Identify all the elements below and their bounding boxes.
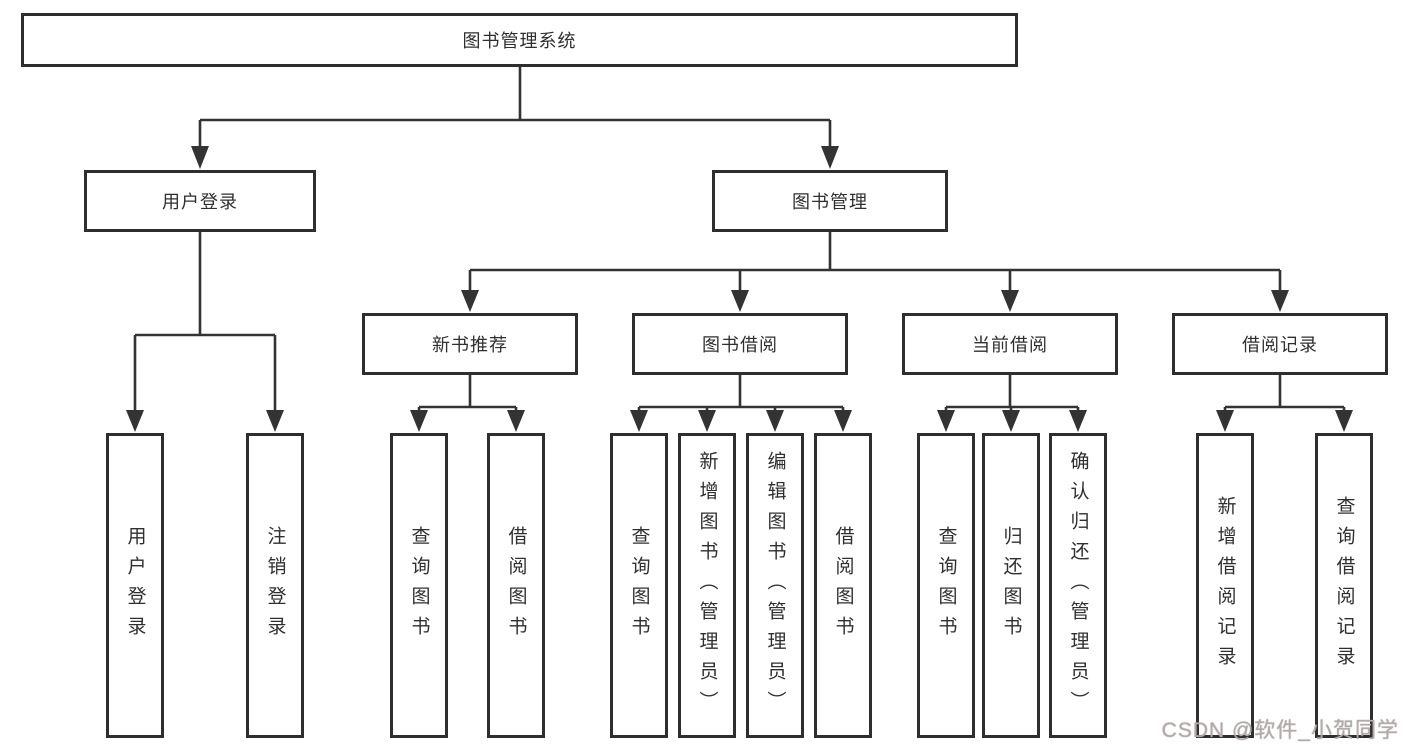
- node-user-login-label: 用户登录: [162, 192, 238, 212]
- node-book-management-label: 图书管理: [792, 192, 868, 212]
- node-book-management: 图书管理: [712, 170, 948, 232]
- leaf-bb-edit-books-admin-label: 编辑图书（管理员）: [764, 450, 786, 721]
- node-current-borrow: 当前借阅: [902, 313, 1118, 375]
- leaf-bb-add-books-admin-label: 新增图书（管理员）: [696, 450, 718, 721]
- leaf-cb-query-books: 查询图书: [917, 433, 975, 738]
- leaf-cb-confirm-return-admin-label: 确认归还（管理员）: [1067, 450, 1089, 721]
- node-book-borrow: 图书借阅: [632, 313, 848, 375]
- node-library-system: 图书管理系统: [21, 13, 1018, 67]
- node-new-book-recommend: 新书推荐: [362, 313, 578, 375]
- leaf-rec-query-books-label: 查询图书: [408, 525, 430, 646]
- leaf-rec-query-books: 查询图书: [390, 433, 448, 738]
- node-current-borrow-label: 当前借阅: [972, 335, 1048, 355]
- connector-lines: [133, 67, 1346, 414]
- node-new-book-recommend-label: 新书推荐: [432, 335, 508, 355]
- leaf-cb-return-books: 归还图书: [982, 433, 1040, 738]
- leaf-user-login: 用户登录: [106, 433, 164, 738]
- leaf-br-query-record-label: 查询借阅记录: [1333, 495, 1355, 676]
- leaf-bb-query-books-label: 查询图书: [628, 525, 650, 646]
- leaf-logout: 注销登录: [246, 433, 304, 738]
- leaf-bb-borrow-books-label: 借阅图书: [832, 525, 854, 646]
- leaf-user-login-label: 用户登录: [124, 525, 146, 646]
- node-borrow-records: 借阅记录: [1172, 313, 1388, 375]
- watermark: CSDN @软件_小贺同学: [1161, 719, 1399, 742]
- leaf-rec-borrow-books: 借阅图书: [487, 433, 545, 738]
- leaf-br-add-record: 新增借阅记录: [1196, 433, 1254, 738]
- leaf-bb-edit-books-admin: 编辑图书（管理员）: [746, 433, 804, 738]
- leaf-rec-borrow-books-label: 借阅图书: [505, 525, 527, 646]
- arrowheads: [126, 146, 1353, 432]
- leaf-cb-confirm-return-admin: 确认归还（管理员）: [1049, 433, 1107, 738]
- leaf-bb-borrow-books: 借阅图书: [814, 433, 872, 738]
- leaf-bb-add-books-admin: 新增图书（管理员）: [678, 433, 736, 738]
- leaf-cb-return-books-label: 归还图书: [1000, 525, 1022, 646]
- node-book-borrow-label: 图书借阅: [702, 335, 778, 355]
- leaf-cb-query-books-label: 查询图书: [935, 525, 957, 646]
- leaf-bb-query-books: 查询图书: [610, 433, 668, 738]
- leaf-br-query-record: 查询借阅记录: [1315, 433, 1373, 738]
- node-borrow-records-label: 借阅记录: [1242, 335, 1318, 355]
- leaf-br-add-record-label: 新增借阅记录: [1214, 495, 1236, 676]
- node-user-login: 用户登录: [84, 170, 316, 232]
- leaf-logout-label: 注销登录: [264, 525, 286, 646]
- node-library-system-label: 图书管理系统: [462, 31, 577, 51]
